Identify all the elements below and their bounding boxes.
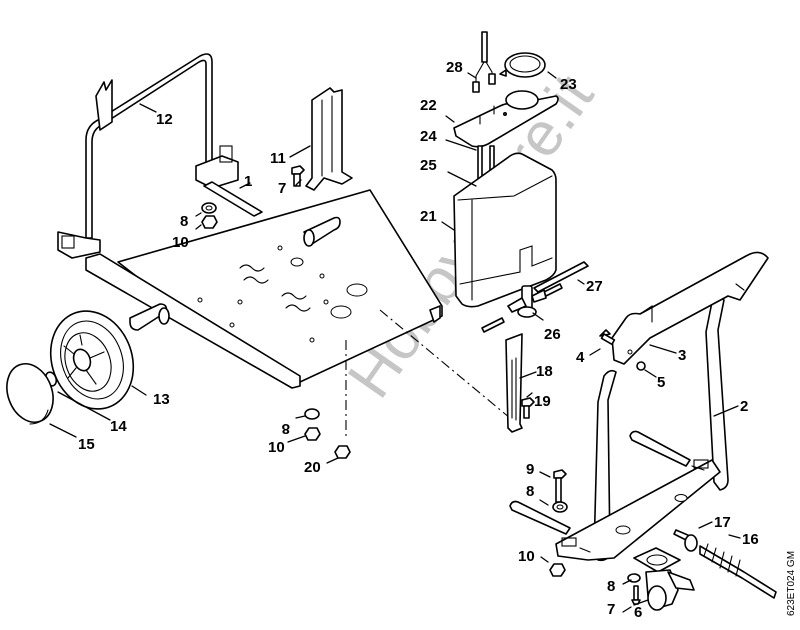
- callout-8-lower: 8: [282, 420, 290, 437]
- wheel-part: [49, 310, 135, 410]
- cap-seal-part: [499, 52, 546, 78]
- washer-nut-upper: [201, 202, 218, 229]
- callout-7-caster: 7: [607, 601, 615, 618]
- callout-7-bracket: 7: [278, 180, 286, 197]
- callout-10-lower: 10: [268, 439, 285, 456]
- hub-cap-part: [6, 363, 54, 425]
- callout-16: 16: [742, 531, 759, 548]
- callout-15: 15: [78, 436, 95, 453]
- callout-22: 22: [420, 97, 437, 114]
- callout-27: 27: [586, 278, 603, 295]
- drawing-code: 623ET024 GM: [786, 551, 797, 616]
- handle-grip-part: [611, 251, 769, 365]
- callout-5: 5: [657, 374, 665, 391]
- callout-6: 6: [634, 604, 642, 621]
- swivel-caster-part: [633, 547, 695, 611]
- bolt-caster-part: [631, 585, 641, 605]
- holder-screw-part: [521, 397, 535, 419]
- callout-1: 1: [244, 173, 252, 190]
- grip-nut-part: [636, 361, 646, 371]
- cable-plug-part: [472, 31, 496, 93]
- bolt-bracket-part: [291, 165, 305, 187]
- washer-nut-lower: [304, 408, 321, 441]
- callout-20: 20: [304, 459, 321, 476]
- callout-28: 28: [446, 59, 463, 76]
- frame-bolt-part: [553, 469, 567, 503]
- callout-24: 24: [420, 128, 437, 145]
- washer-frame-part: [552, 501, 568, 513]
- callout-23: 23: [560, 76, 577, 93]
- water-tank-part: [453, 152, 557, 308]
- base-plate-part: [85, 181, 443, 389]
- tube-part: [533, 261, 589, 297]
- callout-4: 4: [576, 349, 585, 366]
- callout-12: 12: [156, 111, 173, 128]
- grip-screw-part: [599, 329, 616, 346]
- callout-14: 14: [110, 418, 127, 435]
- nut-frame-part: [549, 563, 566, 577]
- callout-21: 21: [420, 208, 437, 225]
- callout-25: 25: [420, 157, 437, 174]
- callout-8-caster: 8: [607, 578, 615, 595]
- callout-labels: 1 2 3 4 5 6 7 7 8 8 8 8 9 10 10 10 11 12…: [78, 59, 759, 621]
- callout-19: 19: [534, 393, 551, 410]
- support-bracket-part: [305, 87, 353, 191]
- tank-holder-part: [505, 333, 523, 433]
- leader-lines: [49, 71, 741, 613]
- callout-10-frame: 10: [518, 548, 535, 565]
- callout-8-frame: 8: [526, 483, 534, 500]
- callout-9: 9: [526, 461, 534, 478]
- callout-18: 18: [536, 363, 553, 380]
- callout-8-upper: 8: [180, 213, 188, 230]
- hose-spring-part: [699, 543, 777, 599]
- callout-11: 11: [270, 150, 286, 167]
- callout-17: 17: [714, 514, 731, 531]
- callout-2: 2: [740, 398, 748, 415]
- callout-13: 13: [153, 391, 170, 408]
- callout-10-upper: 10: [172, 234, 189, 251]
- callout-3: 3: [678, 347, 686, 364]
- hose-ring-part: [673, 529, 698, 552]
- roll-bar-part: [57, 53, 239, 259]
- base-nut-part: [334, 445, 351, 459]
- t-connector-part: [481, 285, 547, 333]
- callout-26: 26: [544, 326, 561, 343]
